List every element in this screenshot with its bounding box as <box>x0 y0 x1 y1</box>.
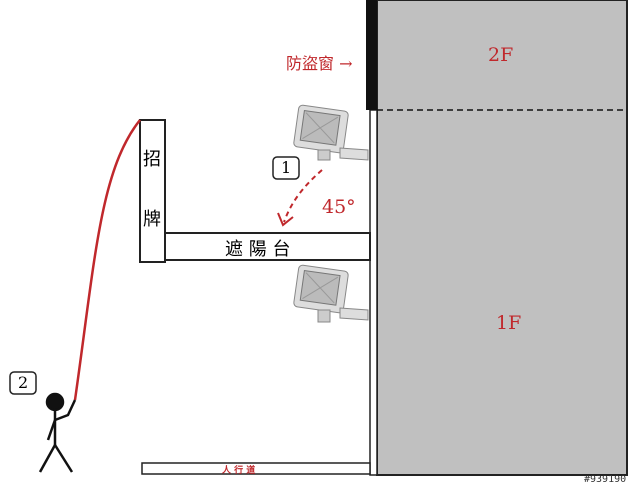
building <box>376 0 628 476</box>
step1-box <box>272 156 300 180</box>
floodlight-upper <box>293 104 369 161</box>
person-figure <box>38 392 77 473</box>
building-wall-edge <box>369 109 378 476</box>
step2-box <box>9 371 37 395</box>
awning-label: 遮 陽 台 <box>225 239 291 260</box>
sign-board <box>139 119 166 263</box>
window-guard-label: 防盜窗 → <box>286 50 353 74</box>
sidewalk-label: 人 行 道 <box>222 466 256 476</box>
arrow-head <box>277 212 294 227</box>
floor1-label: 1F <box>496 312 522 334</box>
window-guard-text: 防盜窗 <box>286 54 335 73</box>
pole-line <box>73 119 141 401</box>
sign-char-2: 牌 <box>143 209 161 230</box>
sidewalk <box>141 462 371 475</box>
rotation-arrow <box>283 169 323 223</box>
window-guard-arrow: → <box>339 54 353 73</box>
floodlight-lower <box>293 264 369 323</box>
sign-char-1: 招 <box>143 149 161 170</box>
step1-label: 1 <box>281 158 292 177</box>
awning <box>164 232 371 261</box>
step2-label: 2 <box>18 373 29 392</box>
floor2-label: 2F <box>488 44 514 66</box>
angle-label: 45° <box>322 196 356 218</box>
watermark: #939190 <box>584 474 627 485</box>
window-guard-bar <box>366 0 377 110</box>
